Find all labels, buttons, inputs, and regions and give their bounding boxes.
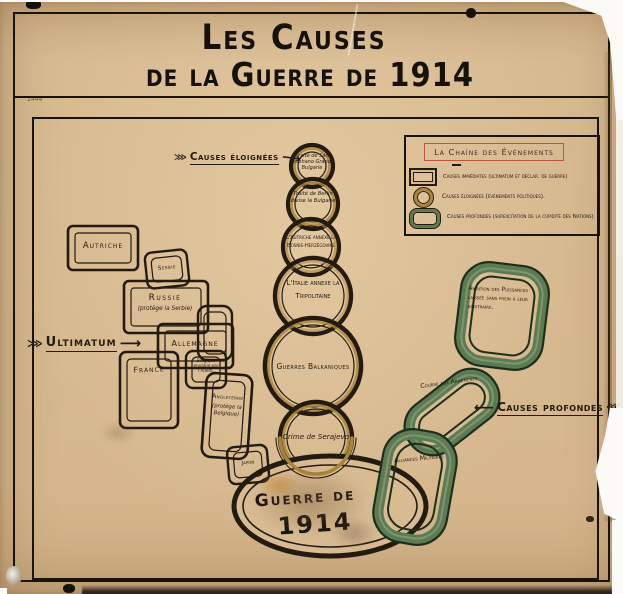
ring-label-bosnie: L'Autriche annexe la Bosnie-Herzégovine xyxy=(285,235,337,249)
torn-edge-right-sliver xyxy=(616,100,623,410)
bottom-left-white xyxy=(0,588,7,594)
legend-title-box: La Chaîne des Événements xyxy=(424,143,564,161)
tape-mark xyxy=(63,584,75,593)
immediate-chain-links xyxy=(66,224,271,486)
node-label-angleterre: Angleterre (protège la Belgique) xyxy=(204,391,250,419)
node-label-autriche: Autriche xyxy=(82,241,124,251)
causes-profondes-text: Causes profondes xyxy=(497,400,604,416)
tape-mark xyxy=(26,0,41,9)
feather-icon: ⋘ xyxy=(606,402,621,413)
left-arrow-icon: ⟵ xyxy=(474,400,495,416)
ring-label-tripolitaine: L'Italie annexe la Tripolitaine xyxy=(286,279,340,300)
top-edge-white xyxy=(0,0,560,2)
bottom-edge-shadow xyxy=(82,585,612,594)
feather-icon: ⋙ xyxy=(27,337,43,350)
pin-mark xyxy=(6,566,22,586)
ultimatum-label: ⋙ Ultimatum ⟶ xyxy=(27,335,141,352)
page-title-line2: de la Guerre de 1914 xyxy=(145,55,475,95)
legend-item-label: Causes immédiates (ultimatum et déclar. … xyxy=(443,174,568,180)
legend-item-label: Causes éloignées (événements politiques)… xyxy=(442,194,545,200)
deep-label-ambition: Ambition des Puissances laissée sans fre… xyxy=(467,284,529,311)
node-name: Russie xyxy=(148,293,182,303)
torn-edge-bottom-right xyxy=(612,520,623,594)
gold-ring-icon xyxy=(413,186,434,208)
causes-eloignees-label: ⋙ Causes éloignées ⟶ xyxy=(174,149,301,166)
archive-mark: 1444 xyxy=(27,96,43,103)
node-note: (protège la Belgique) xyxy=(211,402,242,418)
node-label-allemagne: Allemagne xyxy=(171,339,219,348)
ring-label-berlin: Traité de Berlin divise la Bulgarie xyxy=(290,191,336,204)
tape-mark xyxy=(586,516,594,522)
node-name: Angleterre xyxy=(211,391,244,403)
title-separator xyxy=(13,96,610,98)
legend-item: Causes éloignées (événements politiques)… xyxy=(413,186,594,208)
legend-item: Causes immédiates (ultimatum et déclar. … xyxy=(409,168,593,186)
green-link-icon xyxy=(409,207,441,229)
ring-label-balkaniques: Guerres Balkaniques xyxy=(276,362,350,371)
deep-chain-links xyxy=(372,261,551,547)
right-arrow-icon: ⟶ xyxy=(119,334,142,352)
node-label-russie: Russie (protège la Serbie) xyxy=(128,293,202,313)
page-title-line1: Les Causes xyxy=(201,17,387,59)
causes-eloignees-text: Causes éloignées xyxy=(189,151,279,165)
black-rectangle-icon xyxy=(409,168,437,186)
feather-icon: ⋙ xyxy=(174,152,187,163)
ring-label-san-stephano: Traité de San Stéphano Grande Bulgarie xyxy=(290,153,334,171)
legend-title-dash xyxy=(452,164,461,166)
page-title: Les Causes de la Guerre de 1914 xyxy=(80,18,540,95)
causes-profondes-label: ⟵ Causes profondes ⋘ xyxy=(474,400,620,416)
ring-label-serajevo: Crime de Serajevo xyxy=(282,432,350,441)
node-note: (protège la Serbie) xyxy=(137,306,193,313)
outer-border xyxy=(13,12,610,582)
inner-border xyxy=(32,117,599,580)
legend-item-label: Causes profondes (surexcitation de la cu… xyxy=(447,214,594,221)
legend-box xyxy=(404,135,600,236)
legend-item: Causes profondes (surexcitation de la cu… xyxy=(409,207,594,229)
tape-mark xyxy=(466,8,476,18)
node-label-belgique: Belgique envahie par l'Allem. xyxy=(193,358,219,374)
right-edge-shadow xyxy=(603,52,612,522)
legend-title: La Chaîne des Événements xyxy=(434,147,554,157)
ultimatum-text: Ultimatum xyxy=(45,335,117,352)
